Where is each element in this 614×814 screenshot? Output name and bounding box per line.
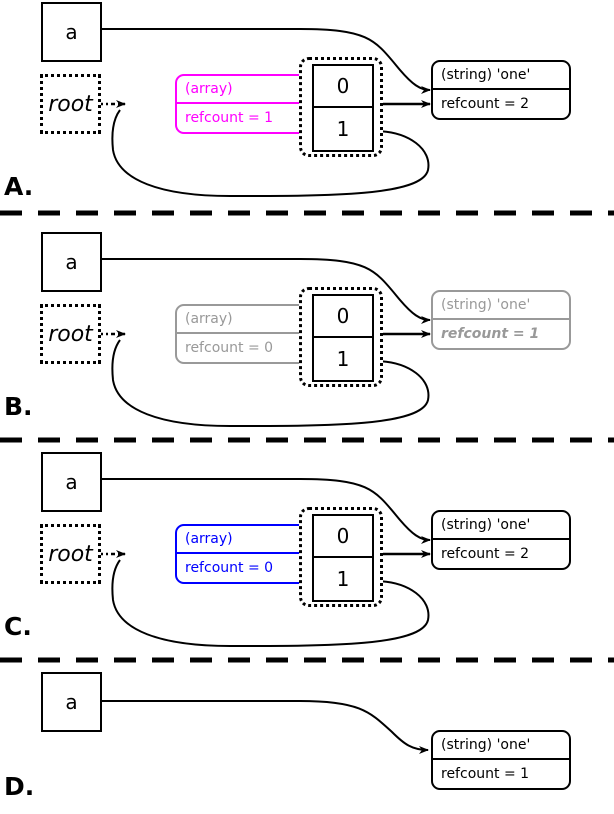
array-cell-0: 0 — [314, 66, 372, 108]
string-refcount-label: refcount = 1 — [441, 326, 540, 342]
array-cell-1: 1 — [336, 117, 350, 141]
array-zval-box: (array) refcount = 1 — [175, 74, 315, 134]
string-refcount-label: refcount = 2 — [441, 546, 530, 562]
array-cells-container: 0 1 — [299, 507, 383, 607]
panel-label-d: D. — [4, 772, 35, 801]
array-cell-0: 0 — [314, 516, 372, 558]
panel-label-a: A. — [4, 172, 34, 201]
string-refcount-label: refcount = 1 — [441, 766, 530, 782]
root-box: root — [40, 304, 101, 364]
string-type-label: (string) 'one' — [433, 292, 569, 320]
array-zval-box: (array) refcount = 0 — [175, 304, 315, 364]
string-type-label: (string) 'one' — [433, 732, 569, 760]
array-type-label: (array) — [177, 306, 313, 334]
array-refcount-label: refcount = 1 — [185, 110, 274, 126]
array-cell-0: 0 — [314, 296, 372, 338]
panel-label-c: C. — [4, 612, 32, 641]
string-type-label: (string) 'one' — [433, 512, 569, 540]
string-zval-box: (string) 'one' refcount = 1 — [431, 730, 571, 790]
array-zval-box: (array) refcount = 0 — [175, 524, 315, 584]
variable-box-a: a — [41, 2, 102, 62]
variable-box-a: a — [41, 452, 102, 512]
array-type-label: (array) — [177, 76, 313, 104]
variable-box-a: a — [41, 232, 102, 292]
variable-box-a: a — [41, 672, 102, 732]
array-cells-container: 0 1 — [299, 287, 383, 387]
root-box: root — [40, 74, 101, 134]
panel-d-edges — [102, 700, 429, 754]
string-zval-box: (string) 'one' refcount = 2 — [431, 60, 571, 120]
array-refcount-label: refcount = 0 — [185, 560, 274, 576]
root-box: root — [40, 524, 101, 584]
array-refcount-label: refcount = 0 — [185, 340, 274, 356]
string-type-label: (string) 'one' — [433, 62, 569, 90]
string-refcount-label: refcount = 2 — [441, 96, 530, 112]
array-cells-container: 0 1 — [299, 57, 383, 157]
array-cell-1: 1 — [336, 567, 350, 591]
array-cell-1: 1 — [336, 347, 350, 371]
string-zval-box: (string) 'one' refcount = 2 — [431, 510, 571, 570]
array-cells: 0 1 — [312, 514, 374, 602]
string-zval-box: (string) 'one' refcount = 1 — [431, 290, 571, 350]
panel-label-b: B. — [4, 392, 33, 421]
array-type-label: (array) — [177, 526, 313, 554]
array-cells: 0 1 — [312, 64, 374, 152]
array-cells: 0 1 — [312, 294, 374, 382]
